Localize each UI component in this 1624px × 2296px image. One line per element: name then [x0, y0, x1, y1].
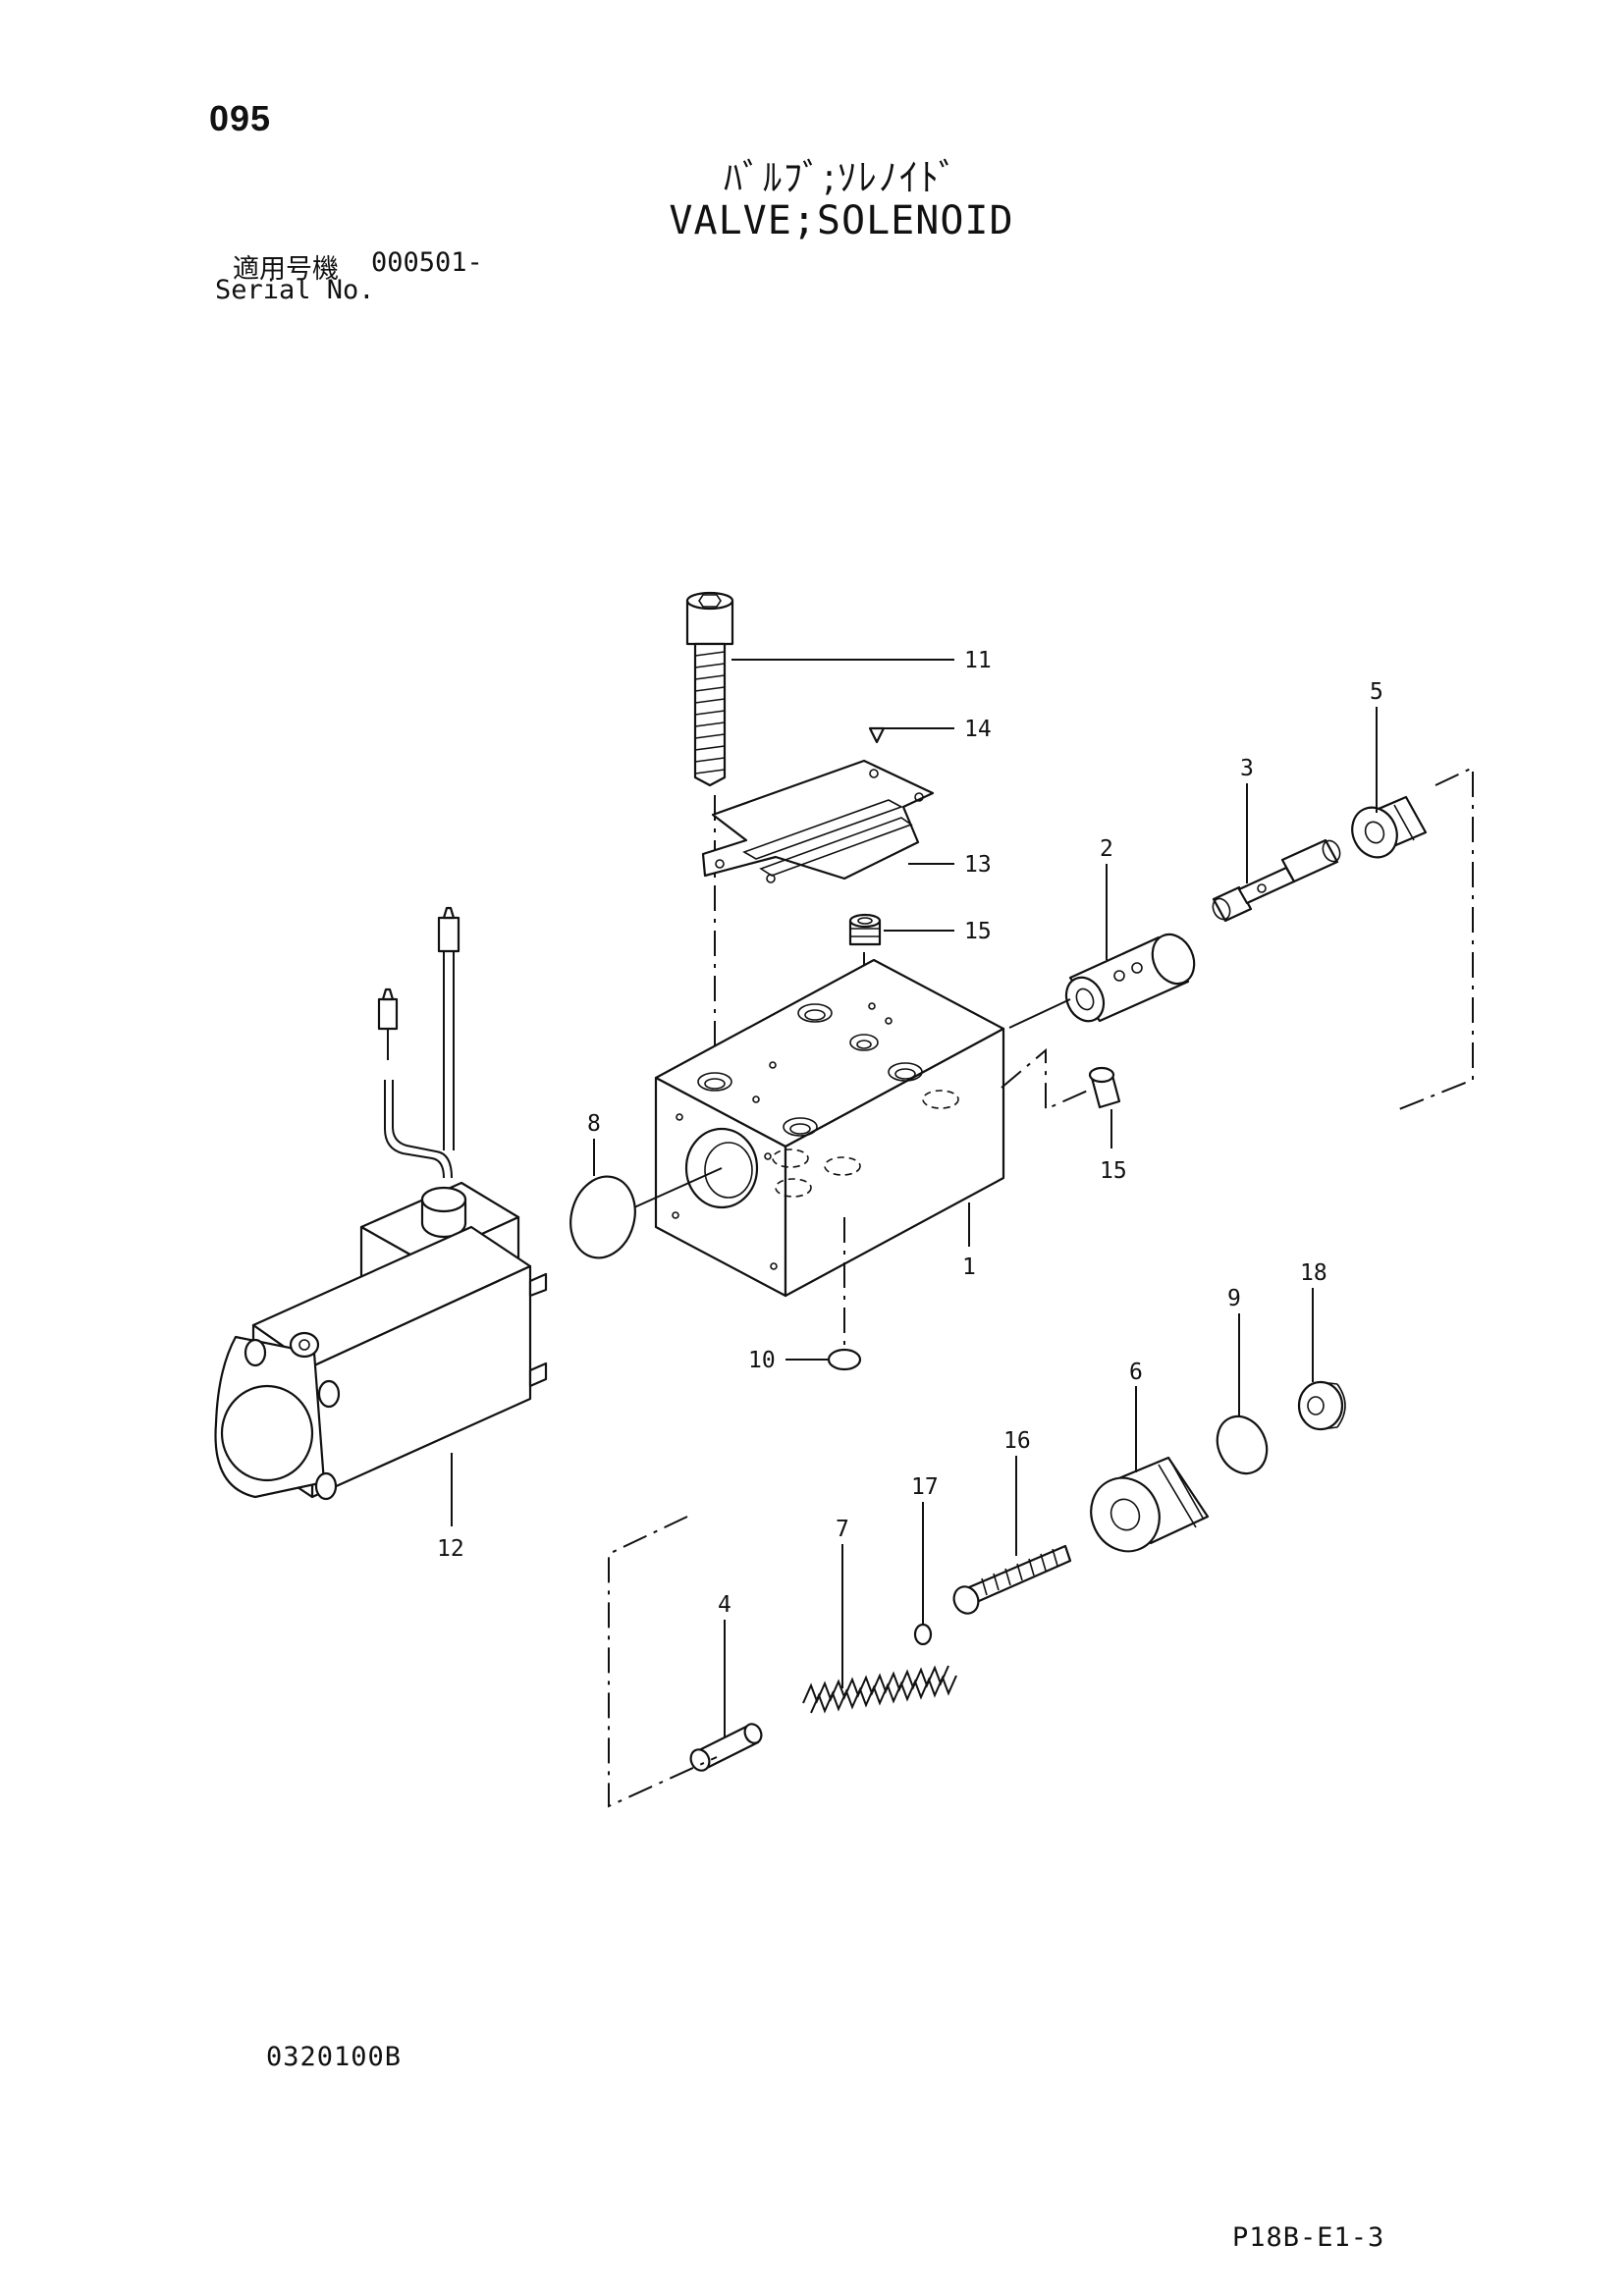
callout-14: 14 — [964, 717, 992, 742]
callout-4: 4 — [718, 1592, 731, 1618]
callout-6: 6 — [1129, 1360, 1143, 1385]
callout-9: 9 — [1227, 1286, 1241, 1311]
callout-8: 8 — [587, 1111, 601, 1137]
spool-sleeve-part — [1064, 933, 1196, 1023]
screw-plug-part — [1090, 1456, 1210, 1553]
callout-12: 12 — [437, 1536, 464, 1562]
callout-1: 1 — [962, 1255, 976, 1280]
title-english: VALVE;SOLENOID — [669, 198, 1014, 243]
o-ring-8-part — [569, 1175, 636, 1259]
o-ring-9-part — [1216, 1415, 1269, 1475]
serial-label-english: Serial No. — [215, 275, 375, 305]
serial-number-value: 000501- — [371, 247, 483, 278]
plug-side-part — [1088, 1066, 1121, 1109]
spring-part — [802, 1665, 957, 1714]
callout-labels: 11 14 13 15 2 3 5 8 15 1 10 12 9 18 6 16… — [437, 648, 1383, 1618]
callout-16: 16 — [1003, 1428, 1031, 1454]
title-japanese: ﾊﾞﾙﾌﾞ;ｿﾚﾉｲﾄﾞ — [724, 156, 959, 199]
plug-top-part — [848, 913, 882, 946]
solenoid-part — [214, 906, 548, 1501]
callout-3: 3 — [1240, 756, 1254, 781]
drawing-code: 0320100B — [266, 2042, 403, 2072]
nameplate-part — [701, 759, 935, 883]
pin-part — [689, 1723, 763, 1772]
nut-part — [1297, 1380, 1346, 1431]
page-number: 095 — [209, 98, 272, 138]
callout-10: 10 — [748, 1348, 776, 1373]
spool-part — [1212, 838, 1341, 923]
callout-7: 7 — [836, 1517, 849, 1542]
o-ring-17-part — [913, 1623, 933, 1646]
callout-5: 5 — [1370, 679, 1383, 705]
callout-17: 17 — [911, 1474, 939, 1500]
callout-11: 11 — [964, 648, 992, 673]
o-ring-10-part — [827, 1348, 862, 1371]
page-code: P18B-E1-3 — [1232, 2222, 1385, 2253]
solenoid-bolts — [244, 1331, 341, 1501]
valve-body-part — [654, 958, 1005, 1298]
leader-lines — [451, 659, 1378, 1737]
callout-15-side: 15 — [1100, 1158, 1127, 1184]
adjusting-screw-part — [952, 1544, 1072, 1615]
cap-screw-part — [685, 591, 734, 787]
callout-13: 13 — [964, 852, 992, 878]
serial-label-japanese: 適用号機 — [233, 254, 339, 285]
callout-18: 18 — [1300, 1260, 1327, 1286]
end-cap-part — [1351, 795, 1428, 859]
rivet-part — [868, 726, 886, 744]
callout-2: 2 — [1100, 836, 1113, 862]
callout-15-top: 15 — [964, 919, 992, 944]
